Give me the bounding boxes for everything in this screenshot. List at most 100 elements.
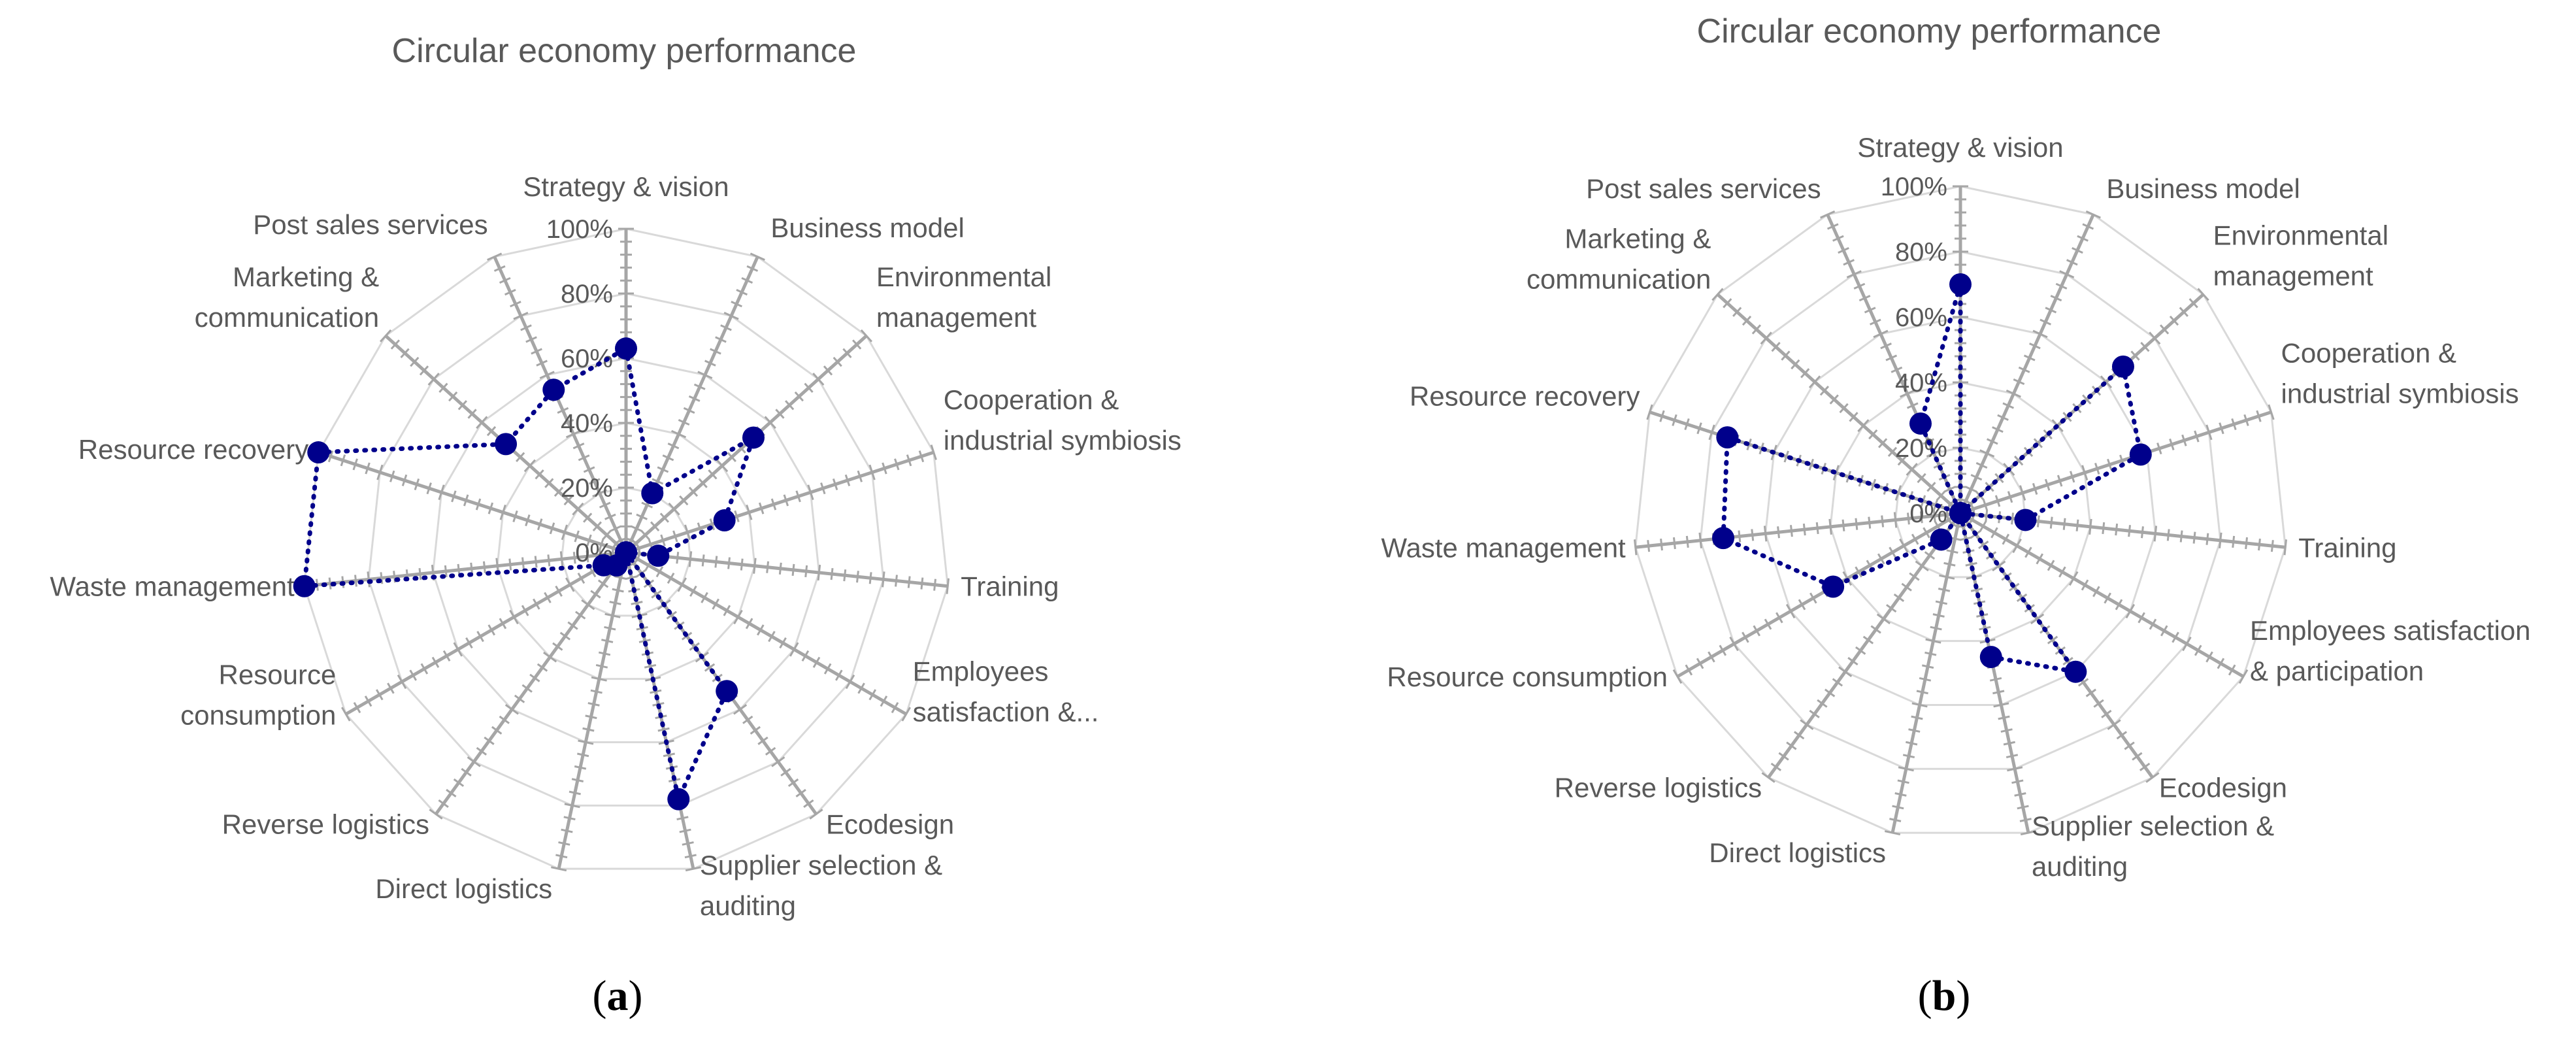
axis-tick — [1880, 343, 1892, 350]
axis-tick — [1868, 516, 1872, 529]
data-point — [293, 575, 316, 597]
axis-tick — [615, 537, 627, 544]
data-point — [2014, 509, 2037, 531]
data-point — [742, 426, 765, 449]
axis-tick — [679, 828, 691, 833]
axis-tick — [666, 611, 677, 620]
axis-tick — [2020, 830, 2037, 836]
axis-tick — [375, 689, 384, 701]
axis-tick — [467, 756, 481, 767]
axis-tick — [766, 561, 770, 573]
axis-tick — [2217, 658, 2225, 669]
axis-tick — [2243, 414, 2249, 426]
axis-label: Waste management — [50, 571, 295, 602]
axis-tick — [1647, 540, 1651, 552]
axis-tick — [353, 702, 361, 714]
axis-tick — [2032, 329, 2048, 339]
axis-tick — [757, 736, 768, 745]
axis-tick — [1908, 728, 1921, 733]
axis-tick — [2024, 546, 2032, 558]
axis-tick — [1770, 762, 1782, 771]
axis-tick — [1775, 612, 1783, 624]
tick-label: 40% — [561, 409, 613, 438]
axis-tick — [482, 561, 486, 573]
axis-label: Resource recovery — [78, 434, 308, 465]
axis-tick — [493, 265, 506, 272]
axis-tick — [704, 663, 716, 672]
axis-spoke — [304, 550, 627, 588]
axis-tick — [742, 715, 753, 724]
axis-tick — [2179, 307, 2188, 317]
axis-tick — [1672, 537, 1676, 550]
axis-tick — [599, 538, 604, 550]
axis-tick — [534, 556, 538, 568]
axis-tick — [2007, 766, 2023, 772]
tick-label: 60% — [1895, 303, 1947, 332]
axis-tick — [2093, 699, 2104, 708]
axis-tick — [400, 348, 410, 358]
axis-tick — [804, 382, 814, 393]
axis-tick — [672, 530, 678, 543]
axis-tick — [1901, 582, 1912, 592]
axis-tick — [1930, 626, 1942, 631]
axis-tick — [499, 276, 511, 284]
axis-tick — [745, 618, 753, 629]
axis-tick — [2089, 518, 2092, 535]
axis-tick — [1946, 549, 1958, 554]
axis-tick — [1982, 499, 1989, 511]
axis-spoke — [1716, 293, 1962, 514]
axis-tick — [868, 464, 876, 480]
axis-tick — [2011, 779, 2024, 784]
axis-tick — [1960, 536, 1972, 541]
data-point — [713, 509, 736, 532]
axis-tick — [2006, 390, 2021, 398]
axis-tick — [852, 339, 862, 350]
axis-tick — [521, 557, 525, 569]
axis-tick — [578, 739, 594, 745]
axis-spoke — [345, 550, 627, 716]
axis-tick — [676, 552, 680, 564]
axis-tick — [750, 726, 761, 735]
axis-tick — [1763, 526, 1768, 542]
axis-tick — [2012, 538, 2022, 554]
axis-tick — [1939, 574, 1955, 580]
axis-tick — [764, 416, 776, 429]
axis-label: Ecodesign — [2159, 773, 2287, 803]
axis-tick — [565, 577, 575, 592]
axis-tick — [555, 585, 563, 597]
axis-tick — [1838, 247, 1849, 254]
axis-tick — [1729, 636, 1739, 652]
axis-tick — [457, 400, 467, 410]
axis-tick — [1989, 677, 2002, 682]
axis-tick — [328, 577, 332, 590]
axis-tick — [2002, 402, 2015, 409]
axis-tick — [1965, 561, 1977, 567]
axis-tick — [599, 501, 611, 509]
axis-tick — [1915, 560, 1929, 572]
axis-tick — [1911, 715, 1923, 720]
axis-tick — [2258, 538, 2261, 551]
axis-tick — [2018, 366, 2030, 373]
axis-tick — [641, 501, 653, 509]
axis-tick — [1923, 527, 1930, 539]
axis-tick — [567, 621, 578, 630]
axis-tick — [2044, 478, 2051, 491]
axis-tick — [1751, 529, 1755, 541]
axis-tick — [592, 489, 608, 497]
axis-tick — [2003, 741, 2015, 746]
axis-tick — [1893, 512, 1898, 528]
data-point — [1949, 273, 1972, 295]
axis-tick — [1843, 259, 1855, 266]
axis-tick — [510, 301, 521, 308]
axis-tick — [688, 395, 701, 402]
axis-tick — [583, 512, 593, 523]
axis-tick — [557, 407, 569, 414]
axis-tick — [651, 590, 662, 599]
axis-tick — [823, 365, 833, 376]
axis-tick — [2270, 540, 2274, 552]
chart-title: Circular economy performance — [1697, 12, 2162, 50]
axis-tick — [736, 289, 748, 296]
axis-tick — [2069, 471, 2075, 483]
axis-tick — [778, 562, 782, 575]
axis-label: Cooperation &industrial symbiosis — [2281, 337, 2519, 409]
